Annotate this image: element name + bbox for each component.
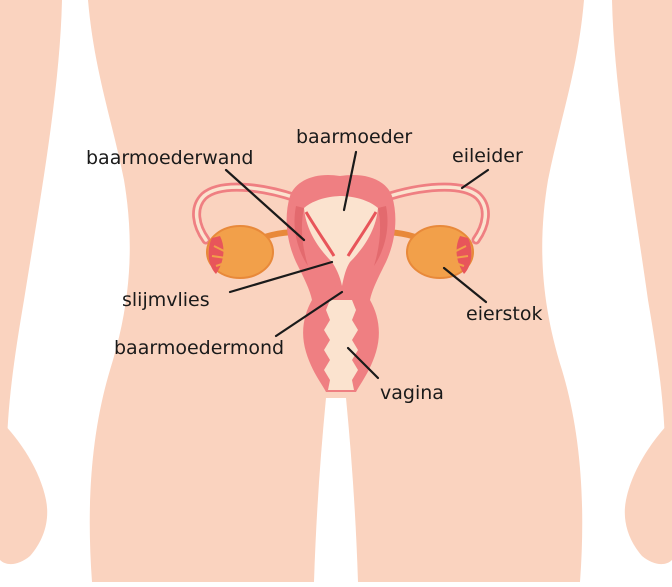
label-vagina: vagina (380, 382, 444, 404)
right-ovary (407, 226, 473, 278)
label-baarmoedermond: baarmoedermond (114, 337, 284, 359)
right-hand (625, 420, 672, 564)
left-ovary (207, 226, 273, 278)
label-slijmvlies: slijmvlies (122, 289, 210, 311)
label-eileider: eileider (452, 145, 523, 167)
left-hand (0, 420, 47, 564)
label-eierstok: eierstok (466, 303, 542, 325)
label-baarmoederwand: baarmoederwand (86, 147, 254, 169)
vaginal-canal (324, 300, 358, 390)
label-baarmoeder: baarmoeder (296, 126, 412, 148)
